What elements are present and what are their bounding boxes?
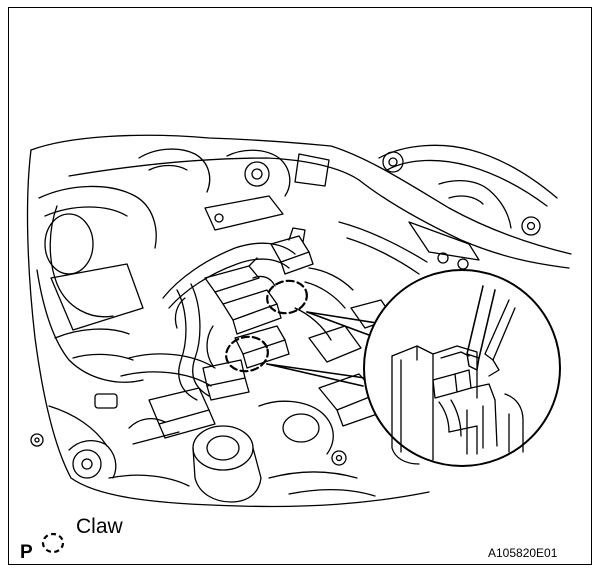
claw-locators: [225, 279, 308, 373]
figure-code: A105820E01: [488, 546, 558, 560]
legend-letter: P: [20, 542, 33, 563]
callout-leaders: [266, 311, 384, 387]
claw-circle-lower: [225, 335, 269, 373]
figure-frame: P Claw A105820E01: [8, 7, 592, 565]
dashed-circle-icon: [41, 532, 65, 554]
center-top-components: [138, 148, 330, 231]
upper-right-components: [338, 144, 558, 275]
legend-claw-label: Claw: [76, 515, 123, 538]
left-components: [30, 185, 157, 479]
detail-magnifier: [363, 269, 561, 467]
claw-circle-upper: [266, 279, 308, 315]
engine-outline: [26, 134, 572, 508]
connector-assembly: [162, 227, 354, 401]
engine-compartment-illustration: [26, 134, 572, 508]
